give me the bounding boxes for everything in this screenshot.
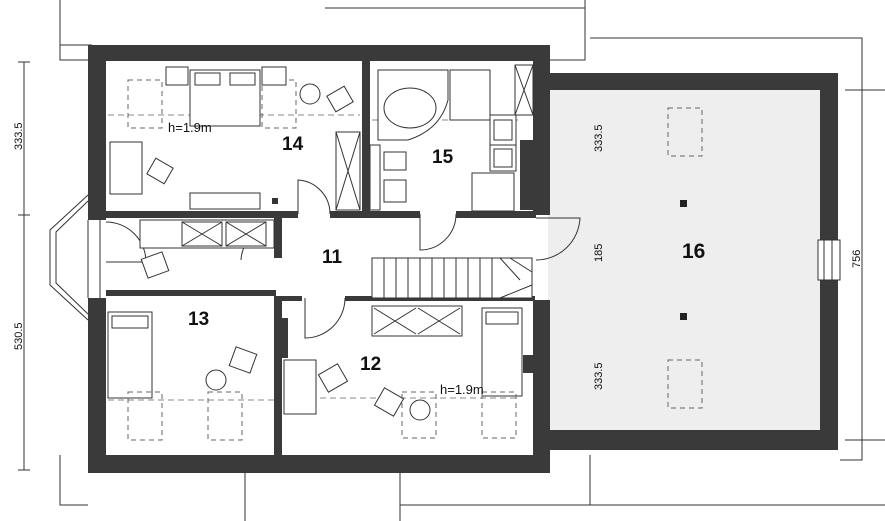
room-15-fixtures bbox=[369, 64, 534, 212]
room-label-11: 11 bbox=[322, 247, 343, 268]
room-label-12: 12 bbox=[360, 354, 381, 375]
room-12-furniture bbox=[283, 305, 523, 439]
room-14-furniture bbox=[109, 66, 361, 211]
dim-left-top: 333.5 bbox=[13, 122, 25, 150]
room-label-14: 14 bbox=[282, 134, 304, 155]
height-note-12: h=1.9m bbox=[440, 382, 484, 397]
dim-inner-middle: 185 bbox=[593, 244, 605, 262]
room-label-16: 16 bbox=[682, 240, 705, 263]
room-13-furniture bbox=[107, 219, 275, 441]
room-16-markers bbox=[667, 107, 703, 409]
exterior-walls bbox=[88, 45, 838, 473]
dim-left-bottom: 530.5 bbox=[13, 322, 25, 350]
bay-window bbox=[49, 194, 101, 321]
attic-area bbox=[548, 90, 820, 430]
room-label-15: 15 bbox=[432, 147, 454, 168]
dim-inner-bottom: 333.5 bbox=[593, 362, 605, 390]
staircase bbox=[371, 257, 533, 299]
height-note-14: h=1.9m bbox=[168, 120, 212, 135]
dim-right-total: 756 bbox=[851, 250, 863, 268]
window-right bbox=[817, 239, 841, 281]
dim-inner-top: 333.5 bbox=[593, 124, 605, 152]
room-label-13: 13 bbox=[188, 309, 209, 330]
